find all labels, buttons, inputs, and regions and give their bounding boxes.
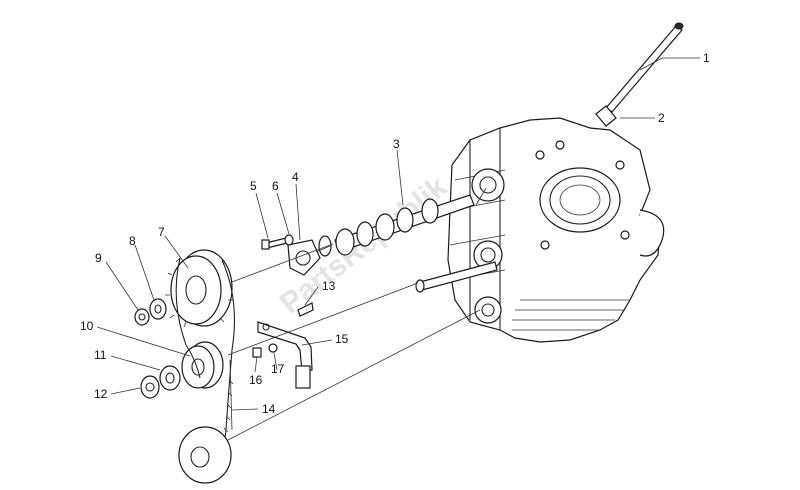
tappet [595, 105, 617, 127]
crank-sprocket [181, 341, 224, 389]
nut-9 [134, 308, 150, 326]
callout-4: 4 [292, 170, 299, 184]
callout-16: 16 [249, 373, 263, 387]
callout-7: 7 [158, 225, 165, 239]
callout-14: 14 [262, 402, 276, 416]
spacer-11 [159, 365, 181, 391]
washer-8 [149, 298, 167, 320]
callout-5: 5 [250, 179, 257, 193]
callout-2: 2 [658, 111, 665, 125]
callout-1: 1 [703, 51, 710, 65]
alignment-lines [227, 187, 487, 441]
callout-8: 8 [129, 234, 136, 248]
flange-plate [287, 239, 321, 276]
nut-12 [140, 375, 160, 399]
cam-sprocket [165, 249, 233, 328]
callout-10: 10 [80, 319, 94, 333]
callout-11: 11 [94, 348, 107, 362]
callout-9: 9 [95, 251, 102, 265]
woodruff-key [297, 302, 314, 317]
washer-6 [284, 234, 294, 246]
washer-17 [268, 343, 278, 353]
timing-chain [175, 257, 236, 484]
callout-3: 3 [393, 137, 400, 151]
bolt-5 [261, 237, 288, 250]
callout-12: 12 [94, 387, 108, 401]
camshaft [318, 194, 475, 257]
crankcase [447, 117, 665, 343]
pushrod [605, 22, 684, 113]
callout-13: 13 [322, 279, 336, 293]
callout-labels: 1 2 3 4 5 6 7 8 9 10 11 12 13 14 15 16 1… [80, 51, 710, 416]
callout-6: 6 [272, 179, 279, 193]
chain-tensioner [257, 321, 313, 389]
callout-17: 17 [271, 362, 285, 376]
leader-lines [96, 57, 700, 411]
callout-15: 15 [335, 332, 349, 346]
screw-16 [252, 347, 262, 358]
